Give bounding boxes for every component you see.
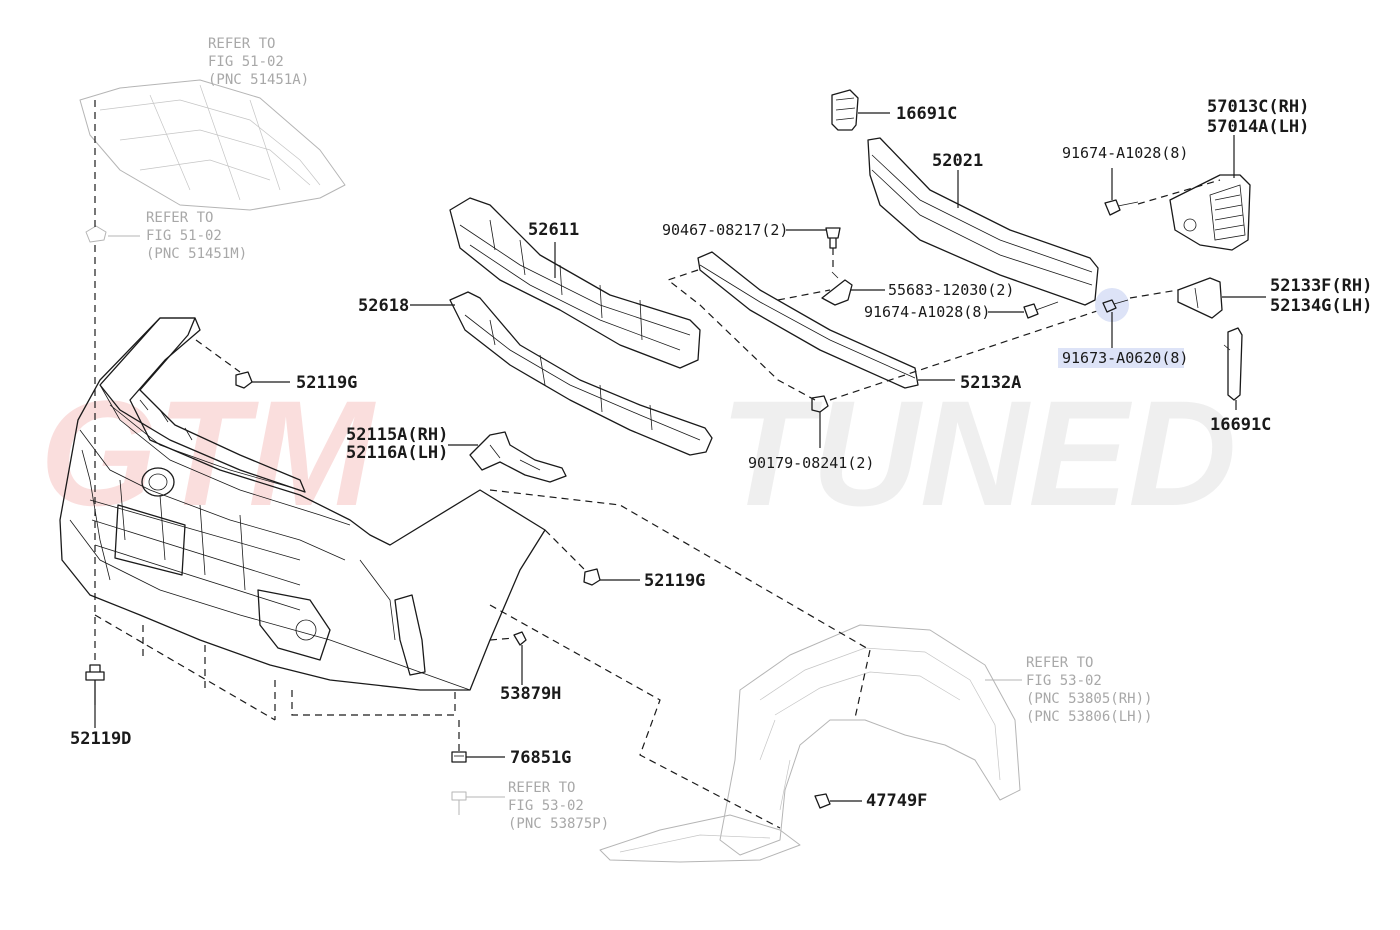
part-57013c-bracket (1169, 135, 1251, 251)
watermark: GTM TUNED (40, 369, 1237, 537)
ref-top-left-line1: REFER TO (208, 36, 275, 52)
ref-bottom-line2: FIG 53-02 (508, 798, 584, 814)
label-55683: 55683-12030(2) (888, 281, 1014, 299)
part-52618-absorber (410, 291, 713, 456)
label-90179: 90179-08241(2) (748, 454, 874, 472)
fastener-76851g (451, 720, 505, 763)
label-52133f: 52133F(RH) (1270, 276, 1372, 296)
ref-mid-left-line2: FIG 51-02 (146, 228, 222, 244)
clip-90467 (786, 227, 841, 270)
fastener-53875p-ghost (451, 791, 505, 815)
fender-liner-ghost (599, 624, 1022, 863)
watermark-right-text: TUNED (720, 369, 1237, 537)
ref-bottom-line1: REFER TO (508, 780, 575, 796)
clip-53879h (489, 631, 527, 685)
part-52611-absorber (449, 197, 701, 369)
bracket-55683 (821, 271, 885, 306)
bolt-91673-highlight (1095, 288, 1129, 322)
label-57013c: 57013C(RH) (1207, 97, 1309, 117)
callout-labels: 16691C 52021 57013C(RH) 57014A(LH) 91674… (70, 97, 1372, 811)
upper-grille-trim (99, 317, 306, 493)
clip-51451m-ghost (85, 225, 140, 243)
label-52132a: 52132A (960, 373, 1021, 393)
nut-90179 (811, 395, 829, 448)
label-52134g: 52134G(LH) (1270, 296, 1372, 316)
part-52133f-bracket (1177, 277, 1266, 319)
ref-mid-left-line3: (PNC 51451M) (146, 246, 247, 262)
label-52119d: 52119D (70, 729, 131, 749)
label-52618: 52618 (358, 296, 409, 316)
label-90467: 90467-08217(2) (662, 221, 788, 239)
part-52132a-reinforcement (666, 251, 1101, 401)
ref-right-line4: (PNC 53806(LH)) (1026, 709, 1152, 725)
label-47749f: 47749F (866, 791, 927, 811)
label-52021: 52021 (932, 151, 983, 171)
part-16691c-right (1223, 327, 1243, 410)
ref-top-left-line2: FIG 51-02 (208, 54, 284, 70)
leader-dash-fender (489, 489, 871, 829)
ref-right-line1: REFER TO (1026, 655, 1093, 671)
label-91674-top: 91674-A1028(8) (1062, 144, 1188, 162)
engine-under-cover-ghost (79, 79, 346, 211)
label-52611: 52611 (528, 220, 579, 240)
ref-top-left-line3: (PNC 51451A) (208, 72, 309, 88)
ref-bottom-line3: (PNC 53875P) (508, 816, 609, 832)
label-52119g-mid: 52119G (644, 571, 705, 591)
label-52119g-top: 52119G (296, 373, 357, 393)
label-91673-highlight (1058, 348, 1184, 368)
clip-47749f (814, 793, 862, 809)
label-76851g: 76851G (510, 748, 571, 768)
part-16691c-top (831, 89, 890, 131)
screw-52119d (85, 100, 105, 728)
bolt-91674-top (1104, 168, 1221, 216)
part-52115a-bracket (448, 431, 567, 483)
bolt-91673 (1095, 288, 1179, 350)
label-91673: 91673-A0620(8) (1062, 349, 1188, 367)
clip-52119g-top (195, 339, 290, 389)
label-52116a: 52116A(LH) (346, 443, 448, 463)
label-16691c-right: 16691C (1210, 415, 1271, 435)
ref-right-line3: (PNC 53805(RH)) (1026, 691, 1152, 707)
label-57014a: 57014A(LH) (1207, 117, 1309, 137)
bolt-91674-mid (988, 301, 1059, 319)
ref-right-line2: FIG 53-02 (1026, 673, 1102, 689)
reference-notes: REFER TO FIG 51-02 (PNC 51451A) REFER TO… (146, 36, 1152, 832)
watermark-left-text: GTM (40, 369, 376, 537)
label-16691c-top: 16691C (896, 104, 957, 124)
part-52021-reinforcement (867, 137, 1099, 306)
ref-mid-left-line1: REFER TO (146, 210, 213, 226)
label-52115a: 52115A(RH) (346, 425, 448, 445)
clip-52119g-mid (544, 529, 640, 586)
front-bumper-cover (59, 317, 546, 721)
label-53879h: 53879H (500, 684, 561, 704)
label-91674-mid: 91674-A1028(8) (864, 303, 990, 321)
